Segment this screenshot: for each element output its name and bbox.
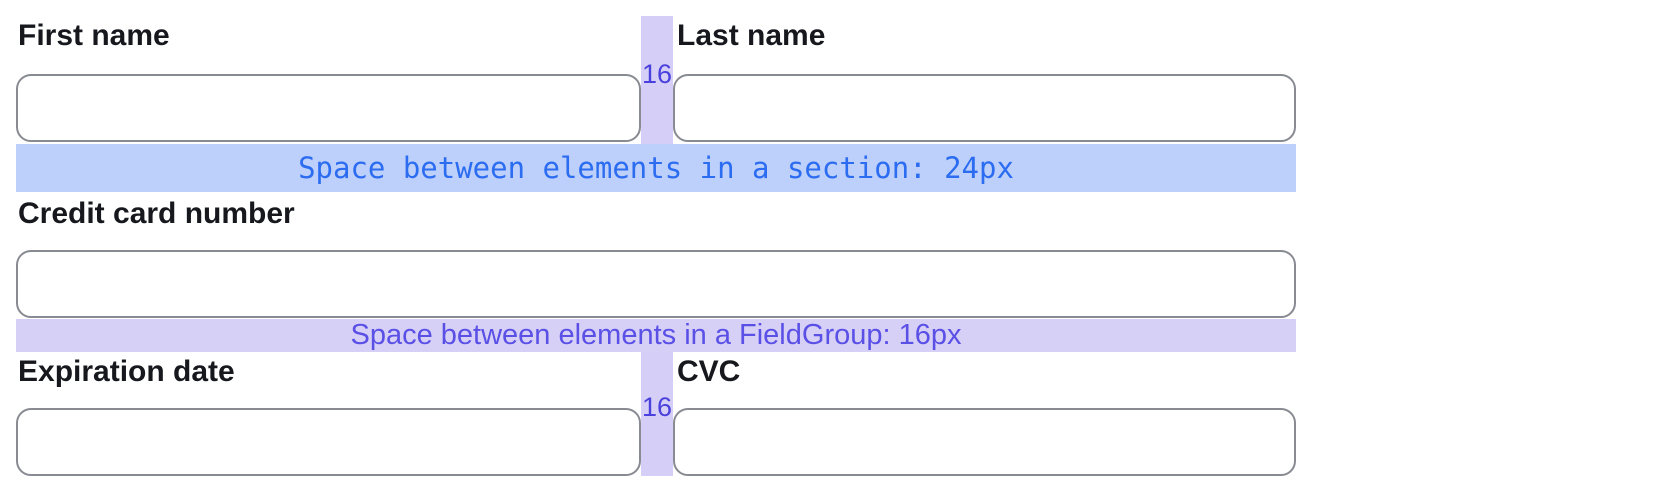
section-spacing-band: Space between elements in a section: 24p… bbox=[16, 144, 1296, 192]
last-name-label: Last name bbox=[677, 19, 826, 52]
expiration-date-label: Expiration date bbox=[18, 355, 235, 388]
cvc-input[interactable] bbox=[673, 408, 1296, 476]
fieldgroup-spacing-text: Space between elements in a FieldGroup: … bbox=[350, 319, 962, 351]
first-name-input[interactable] bbox=[16, 74, 641, 142]
last-name-input[interactable] bbox=[673, 74, 1296, 142]
credit-card-number-label: Credit card number bbox=[18, 197, 295, 230]
section-spacing-text: Space between elements in a section: 24p… bbox=[298, 151, 1014, 185]
column-gap-size-label-bottom: 16 bbox=[641, 392, 673, 422]
cvc-label: CVC bbox=[677, 355, 741, 388]
expiration-date-input[interactable] bbox=[16, 408, 641, 476]
credit-card-number-input[interactable] bbox=[16, 250, 1296, 318]
column-gap-strip-top bbox=[641, 16, 673, 144]
column-gap-strip-bottom bbox=[641, 352, 673, 476]
column-gap-size-label-top: 16 bbox=[641, 59, 673, 89]
first-name-label: First name bbox=[18, 19, 170, 52]
fieldgroup-spacing-band: Space between elements in a FieldGroup: … bbox=[16, 319, 1296, 352]
